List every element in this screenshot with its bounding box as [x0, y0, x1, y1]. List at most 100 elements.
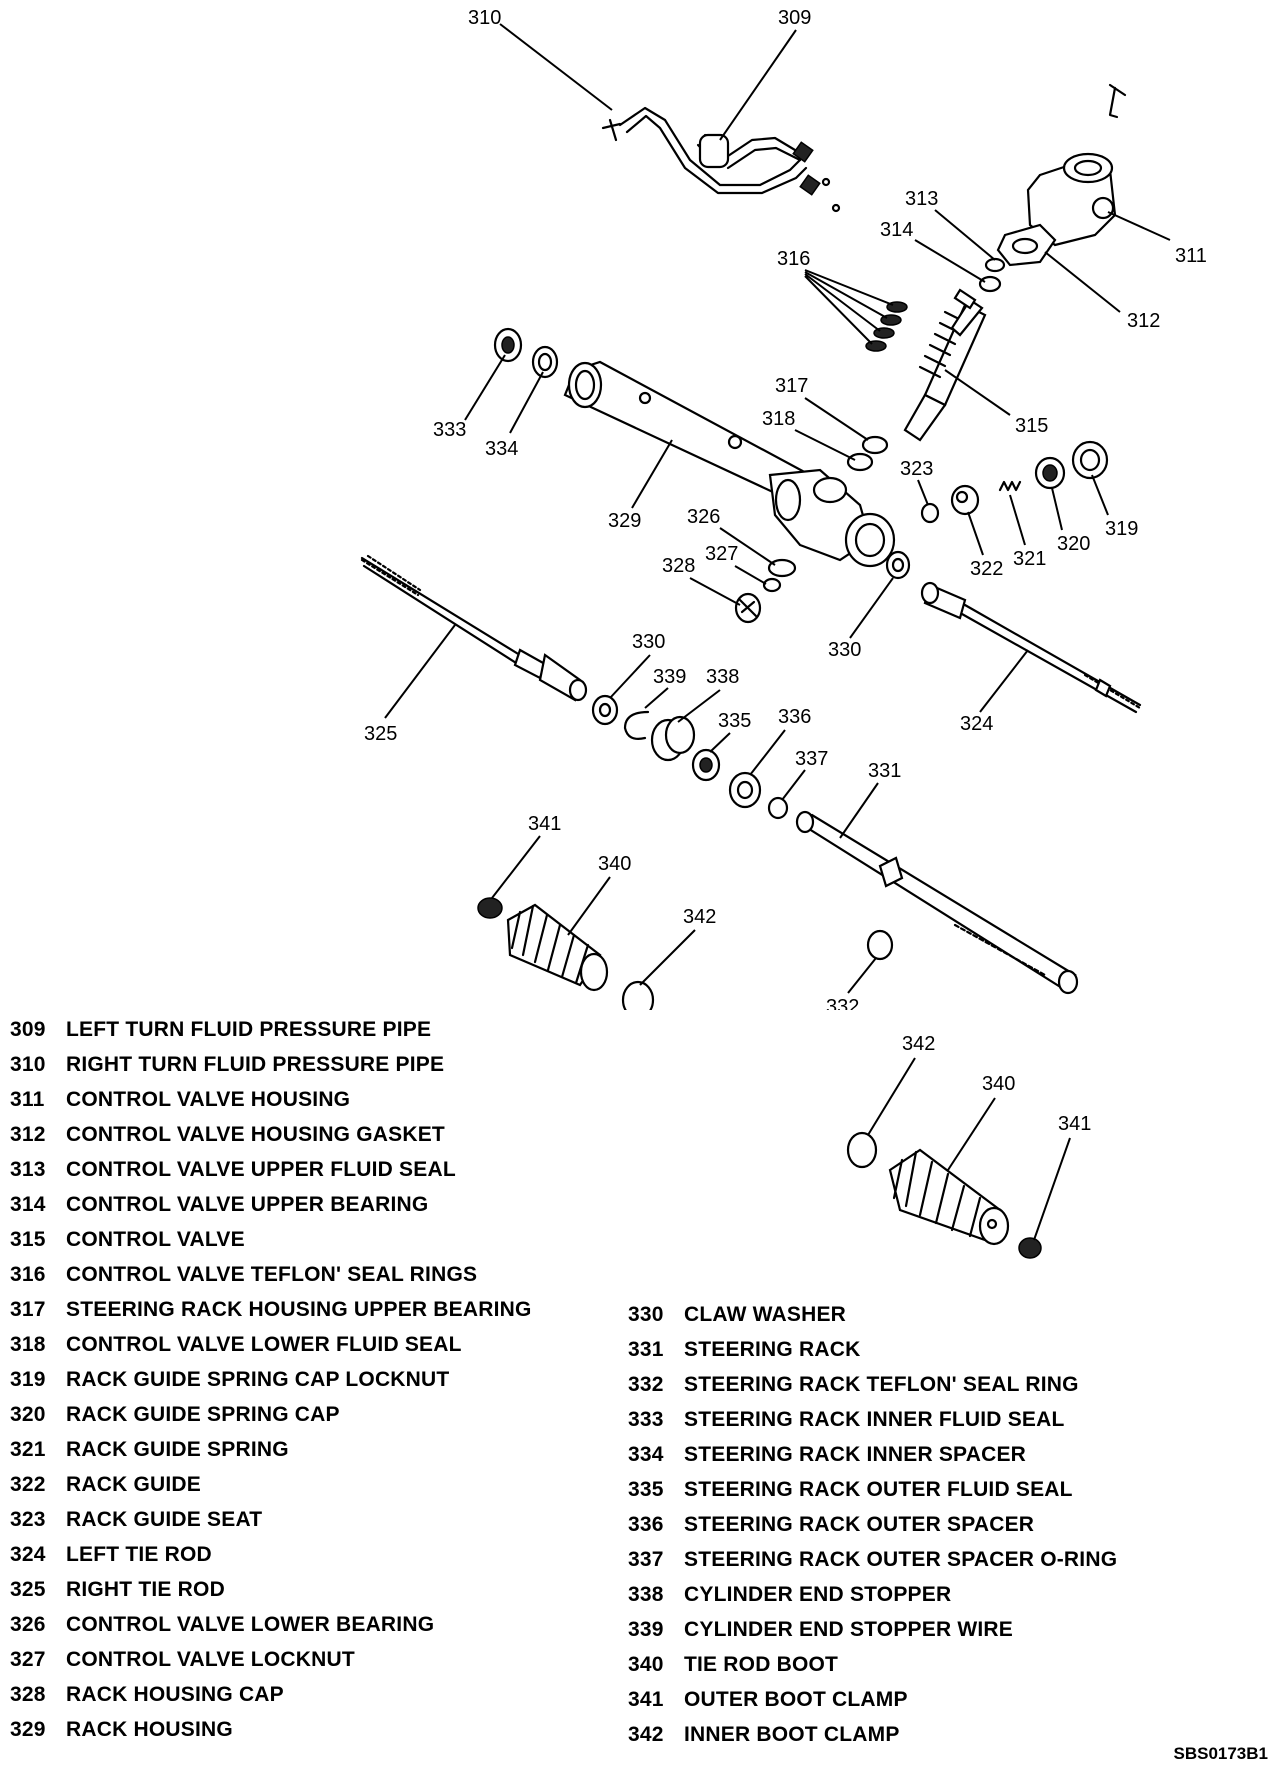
tie-rod-boot-b [888, 1148, 1010, 1246]
legend-item-number: 330 [628, 1303, 664, 1326]
outer-spacer-o-ring [767, 796, 789, 820]
legend-item-text: STEERING RACK OUTER SPACER O-RING [684, 1548, 1118, 1571]
callout-324: 324 [960, 713, 993, 735]
inner-spacer [531, 345, 559, 379]
rack-housing-upper-bearing [861, 435, 889, 455]
legend-item-number: 318 [10, 1333, 46, 1356]
legend-item-number: 326 [10, 1613, 46, 1636]
legend-item: 318 CONTROL VALVE LOWER FLUID SEAL [10, 1330, 462, 1360]
legend-item-number: 315 [10, 1228, 46, 1251]
callout-329: 329 [608, 510, 641, 532]
callout-336: 336 [778, 706, 811, 728]
callout-332: 332 [826, 996, 859, 1010]
callout-342-upper: 342 [683, 906, 716, 928]
legend-item-number: 323 [10, 1508, 46, 1531]
legend-item: 342 INNER BOOT CLAMP [628, 1720, 900, 1750]
callout-337: 337 [795, 748, 828, 770]
legend-item-number: 319 [10, 1368, 46, 1391]
callout-314: 314 [880, 219, 913, 241]
legend-item: 309 LEFT TURN FLUID PRESSURE PIPE [10, 1015, 431, 1045]
legend-item-text: RACK GUIDE SPRING [66, 1438, 289, 1461]
callout-342-lower: 342 [902, 1033, 935, 1055]
legend-item-text: LEFT TURN FLUID PRESSURE PIPE [66, 1018, 432, 1041]
legend-item-text: STEERING RACK OUTER FLUID SEAL [684, 1478, 1073, 1501]
legend-item-number: 338 [628, 1583, 664, 1606]
legend-item-number: 312 [10, 1123, 46, 1146]
claw-washer-right [591, 694, 619, 726]
legend-item-number: 333 [628, 1408, 664, 1431]
callout-328: 328 [662, 555, 695, 577]
callout-341-lower: 341 [1058, 1113, 1091, 1135]
legend-item-text: RACK HOUSING [66, 1718, 233, 1741]
callout-340-upper: 340 [598, 853, 631, 875]
rack-guide [950, 484, 980, 516]
claw-washer-left [885, 550, 911, 580]
callout-323: 323 [900, 458, 933, 480]
legend-item-text: CONTROL VALVE LOWER FLUID SEAL [66, 1333, 462, 1356]
callout-321: 321 [1013, 548, 1046, 570]
legend-item-number: 328 [10, 1683, 46, 1706]
callout-labels-lower: 342 340 341 [867, 1033, 1091, 1241]
legend-item-text: RACK GUIDE [66, 1473, 202, 1496]
legend-item-text: STEERING RACK [684, 1338, 861, 1361]
callout-315: 315 [1015, 415, 1048, 437]
callout-335: 335 [718, 710, 751, 732]
legend-item: 335 STEERING RACK OUTER FLUID SEAL [628, 1475, 1073, 1505]
callout-309: 309 [778, 7, 811, 29]
legend-item-number: 339 [628, 1618, 664, 1641]
legend-item-number: 334 [628, 1443, 664, 1466]
control-valve-housing-gasket [996, 223, 1057, 267]
cylinder-end-stopper-wire [623, 710, 650, 740]
callout-labels: 310 309 311 313 314 316 312 317 315 318 … [364, 7, 1207, 1010]
legend-item-number: 317 [10, 1298, 46, 1321]
callout-317: 317 [775, 375, 808, 397]
callout-340-lower: 340 [982, 1073, 1015, 1095]
inner-boot-clamp-b-ring [846, 1131, 878, 1169]
legend-item-number: 310 [10, 1053, 46, 1076]
legend-item: 329 RACK HOUSING [10, 1715, 233, 1745]
rack-guide-spring-cap-locknut [1071, 440, 1109, 480]
legend-item: 327 CONTROL VALVE LOCKNUT [10, 1645, 355, 1675]
callout-334: 334 [485, 438, 518, 460]
legend-item-text: CONTROL VALVE UPPER BEARING [66, 1193, 429, 1216]
legend-item-number: 327 [10, 1648, 46, 1671]
legend-item-text: STEERING RACK TEFLON' SEAL RING [684, 1373, 1079, 1396]
legend-item: 326 CONTROL VALVE LOWER BEARING [10, 1610, 434, 1640]
legend-item-number: 335 [628, 1478, 664, 1501]
legend-item-text: TIE ROD BOOT [684, 1653, 839, 1676]
legend-item-number: 336 [628, 1513, 664, 1536]
legend-item-text: INNER BOOT CLAMP [684, 1723, 900, 1746]
rack-guide-spring [998, 480, 1022, 492]
legend-item-text: CONTROL VALVE LOWER BEARING [66, 1613, 435, 1636]
fluid-pressure-pipes [601, 106, 841, 213]
upper-bearing [978, 275, 1002, 293]
callout-310: 310 [468, 7, 501, 29]
steering-rack [795, 810, 1079, 995]
legend-item-text: OUTER BOOT CLAMP [684, 1688, 908, 1711]
legend-item-text: CONTROL VALVE LOCKNUT [66, 1648, 355, 1671]
rack-housing [563, 360, 896, 568]
legend-item-text: RACK GUIDE SPRING CAP LOCKNUT [66, 1368, 450, 1391]
legend-item-number: 309 [10, 1018, 46, 1041]
callout-318: 318 [762, 408, 795, 430]
legend-item-text: CONTROL VALVE HOUSING [66, 1088, 351, 1111]
legend-item-number: 329 [10, 1718, 46, 1741]
control-valve-locknut [762, 577, 782, 593]
legend-item-number: 342 [628, 1723, 664, 1746]
exploded-view-diagram: 310 309 311 313 314 316 312 317 315 318 … [360, 7, 1207, 1010]
legend-item-text: CONTROL VALVE TEFLON' SEAL RINGS [66, 1263, 478, 1286]
lower-fluid-seal [846, 452, 874, 472]
legend-item-text: CYLINDER END STOPPER [684, 1583, 952, 1606]
outer-spacer [728, 771, 762, 809]
